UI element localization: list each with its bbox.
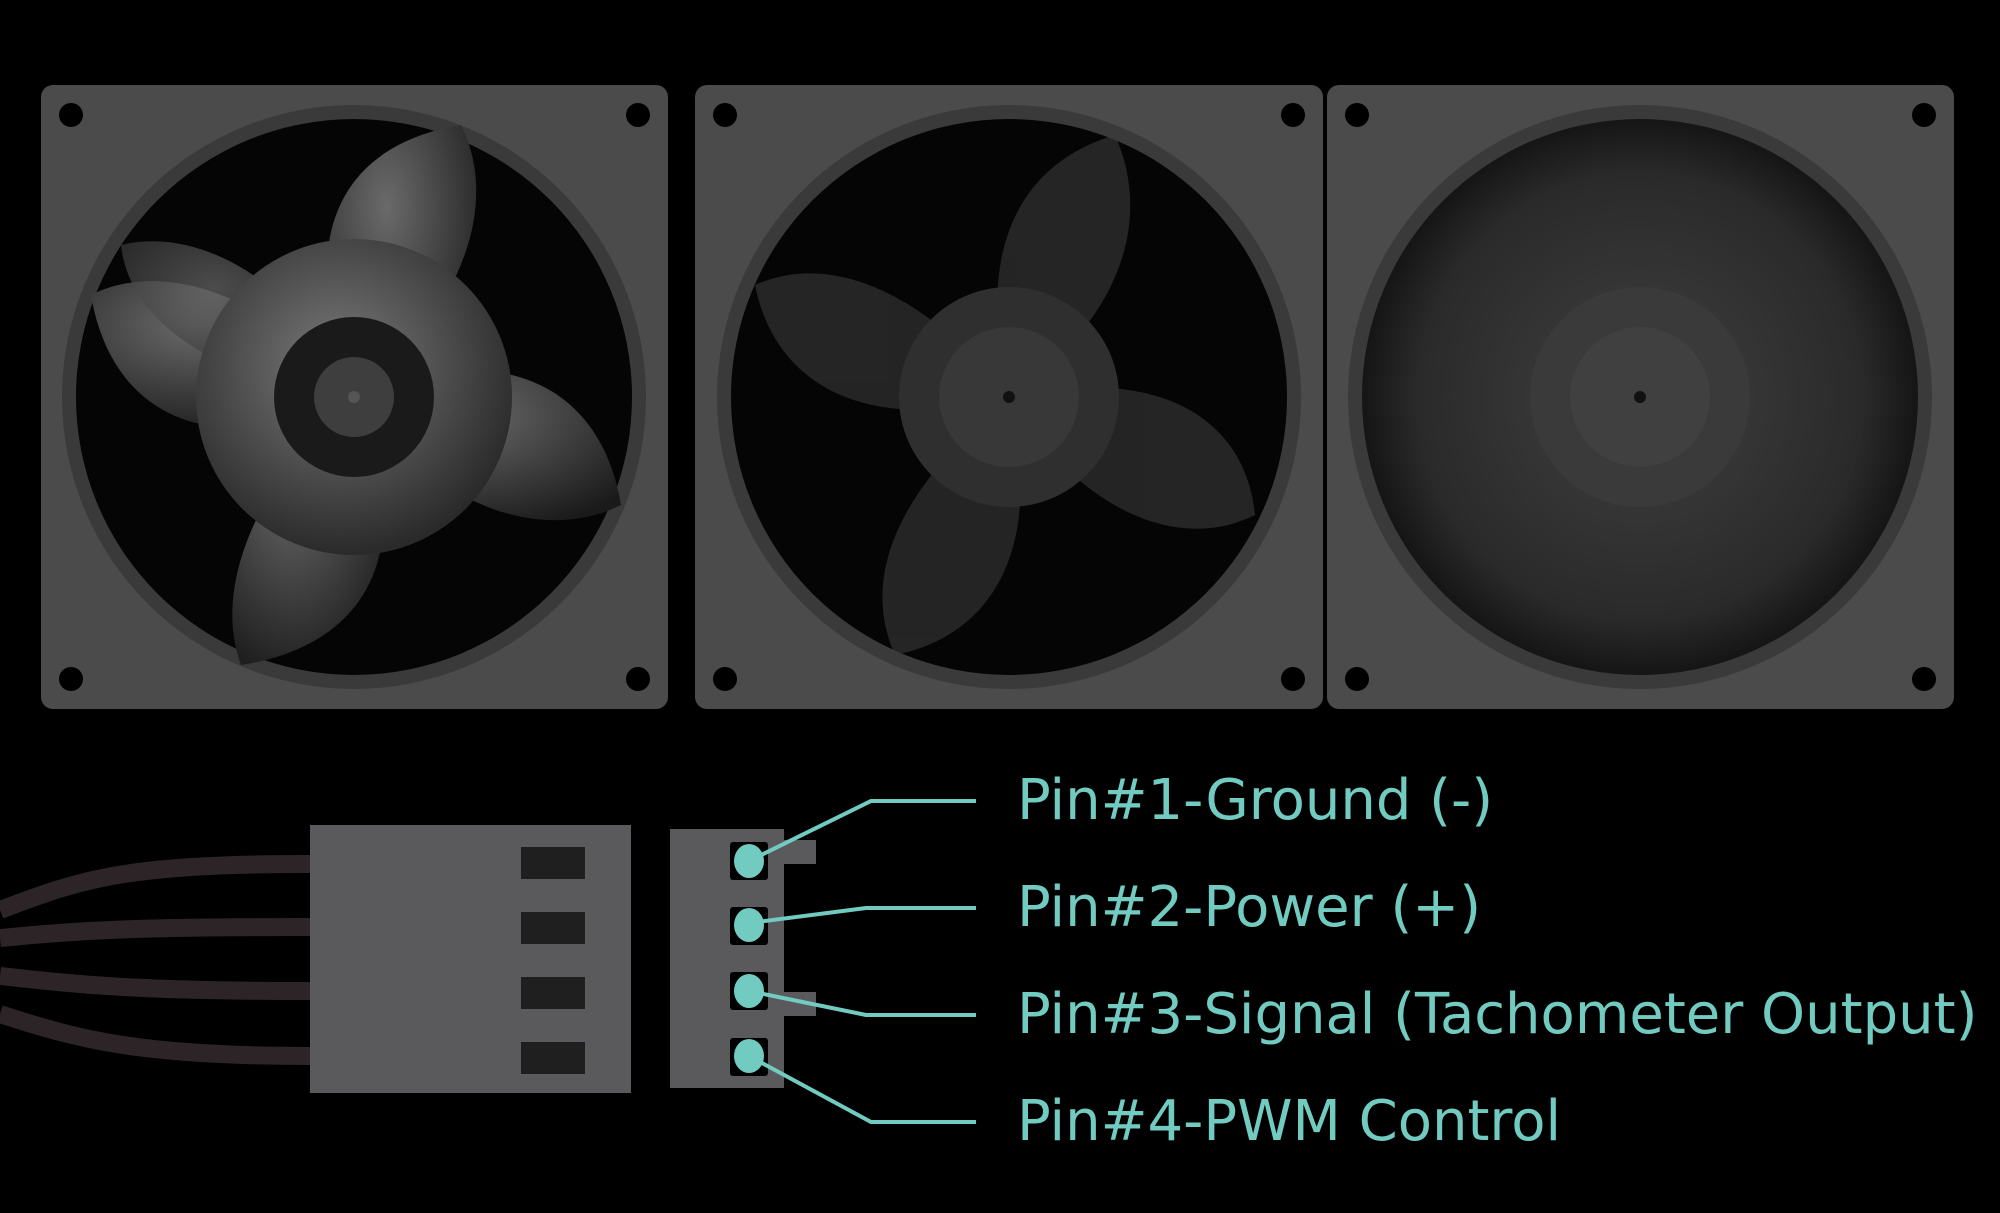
pin-1-dot	[734, 844, 764, 878]
fan-cable-wires	[0, 855, 311, 1065]
pin-3-dot	[734, 974, 764, 1008]
pin-4-label: Pin#4-PWM Control	[1017, 1089, 1562, 1154]
fan-fast	[1327, 85, 1954, 709]
pin-leaders	[748, 799, 976, 1124]
pin-2-label: Pin#2-Power (+)	[1017, 875, 1482, 940]
fan-stopped	[41, 85, 668, 709]
fan-slow	[695, 85, 1323, 709]
pin-1-label: Pin#1-Ground (-)	[1017, 768, 1494, 833]
pin-4-dot	[734, 1039, 764, 1073]
pin-3-label: Pin#3-Signal (Tachometer Output)	[1017, 982, 1978, 1047]
pin-2-dot	[734, 908, 764, 942]
connector-plug	[310, 825, 631, 1093]
